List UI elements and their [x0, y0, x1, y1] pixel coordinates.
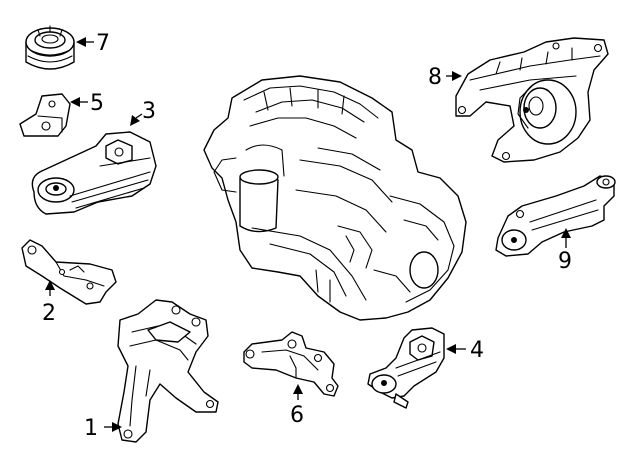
arrow-6 — [293, 384, 303, 394]
callout-8: 8 — [428, 65, 442, 90]
callout-9: 9 — [558, 249, 572, 274]
arrow-1 — [112, 422, 122, 432]
part-5-bracket — [19, 93, 71, 137]
callout-labels: 7 5 3 2 1 6 4 8 9 — [42, 31, 572, 441]
arrow-7 — [76, 37, 86, 47]
callout-4: 4 — [470, 338, 484, 363]
arrow-4 — [446, 344, 456, 354]
arrow-5 — [70, 97, 80, 107]
arrow-2 — [45, 280, 55, 290]
callout-5: 5 — [90, 91, 104, 116]
part-8-transmission-mount — [455, 37, 609, 163]
part-2-bracket — [21, 239, 117, 305]
callout-2: 2 — [42, 301, 56, 326]
part-3-torque-rod — [31, 131, 157, 215]
callout-1: 1 — [84, 416, 98, 441]
part-7-bushing — [25, 25, 75, 70]
part-6-engine-bracket — [243, 331, 339, 397]
arrow-9 — [561, 228, 571, 238]
leader-lines — [45, 37, 571, 432]
callout-3: 3 — [142, 99, 156, 124]
part-9-lower-torque-rod — [495, 175, 616, 257]
part-4-mount — [367, 327, 445, 409]
arrow-3 — [130, 115, 140, 126]
callout-6: 6 — [290, 403, 304, 428]
callout-7: 7 — [96, 31, 110, 56]
engine-transmission-assembly — [203, 75, 467, 321]
part-1-mount-bracket — [117, 299, 219, 443]
arrow-8 — [452, 71, 462, 81]
